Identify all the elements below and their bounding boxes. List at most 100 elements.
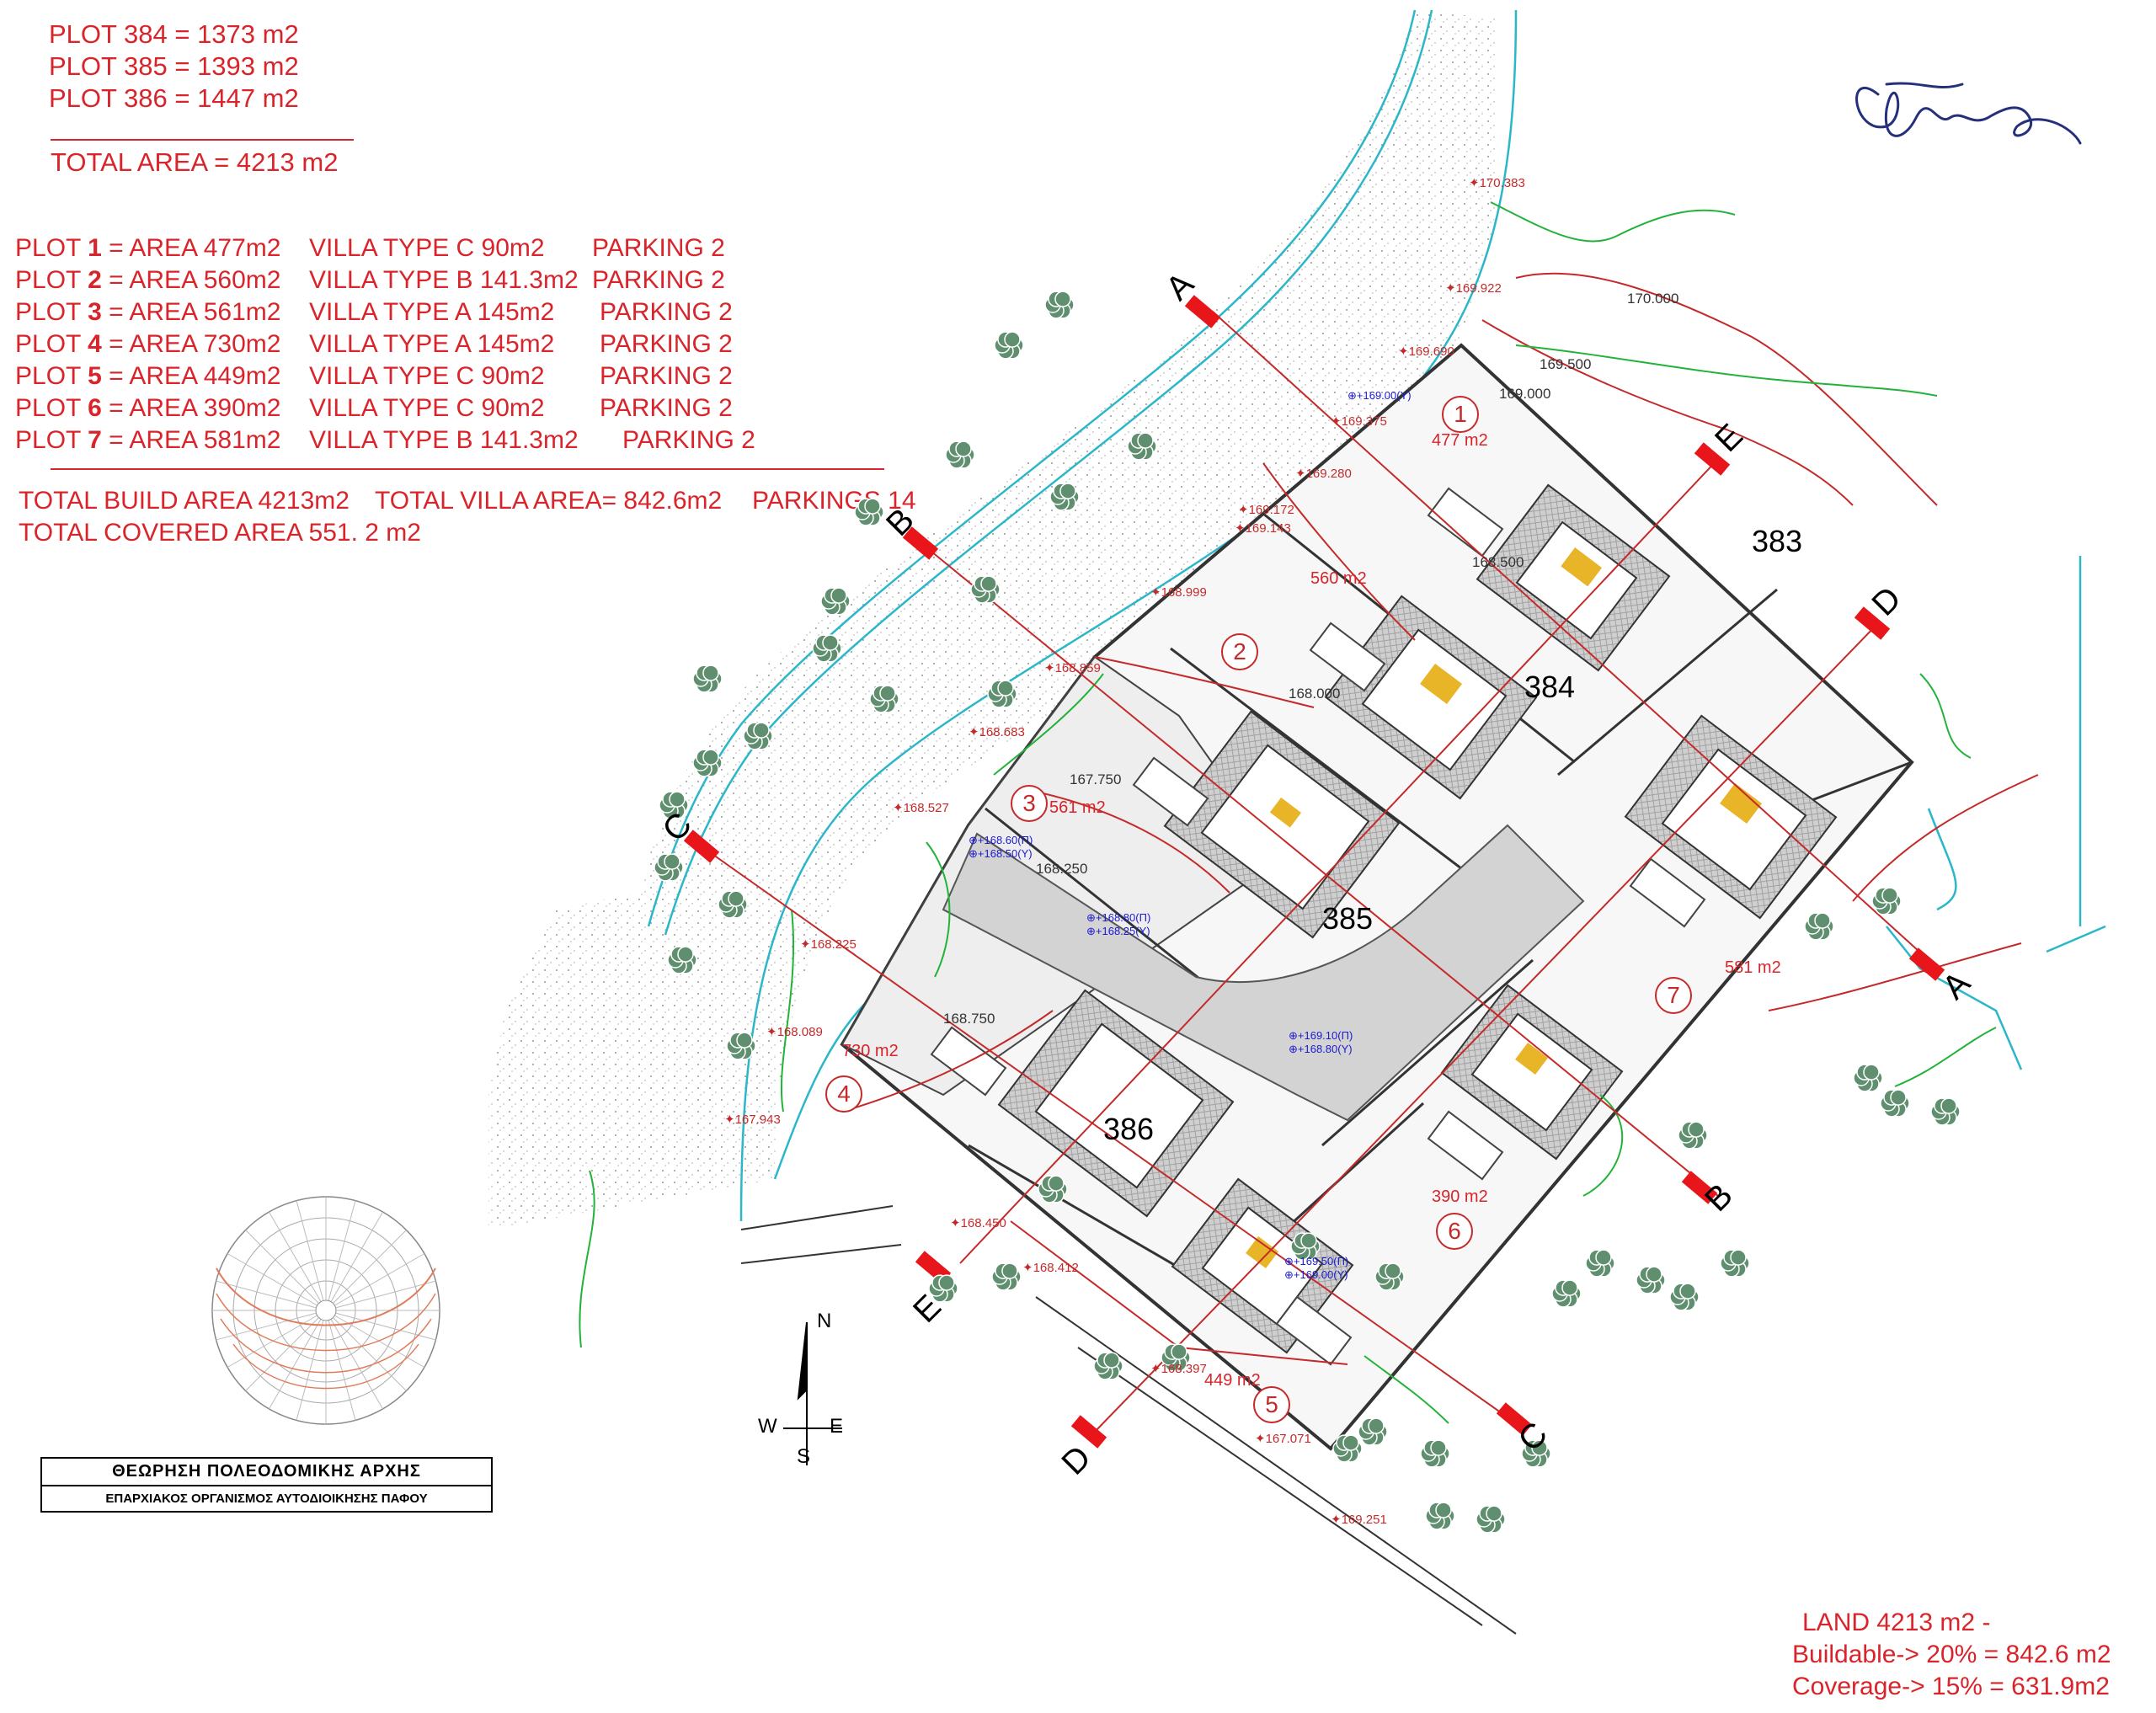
spot-level: ✦168.225: [800, 937, 857, 952]
sun-ray: [227, 1253, 318, 1306]
total-area: TOTAL AREA = 4213 m2: [51, 147, 339, 177]
north-arrow: [783, 1321, 842, 1465]
summary-divider: [51, 139, 354, 141]
sun-ray: [333, 1317, 407, 1391]
tree-symbol: [1551, 1279, 1582, 1308]
tree-symbol: [994, 331, 1024, 360]
tree-symbol: [1425, 1502, 1455, 1530]
level-marker: ⊕+168.80(Y): [1289, 1043, 1353, 1055]
compass-east: E: [830, 1415, 844, 1438]
tree-symbol: [654, 853, 684, 882]
spot-level: ✦168.527: [893, 801, 949, 815]
plot-number: 4: [88, 330, 102, 358]
total-build-area: TOTAL BUILD AREA 4213m2: [19, 487, 350, 515]
level-marker: ⊕+169.10(Π): [1289, 1029, 1353, 1042]
road-edges: [647, 9, 2106, 1222]
compass-south: S: [797, 1445, 811, 1468]
section-lines: [707, 311, 1929, 1433]
sun-ray: [269, 1319, 322, 1410]
tree-symbol: [1420, 1439, 1450, 1468]
tree-symbol: [869, 685, 899, 713]
tree-symbol: [1880, 1089, 1910, 1118]
plot-number: 5: [88, 362, 102, 390]
sun-ray: [330, 1211, 383, 1302]
plot-number-circle: 1: [1442, 396, 1479, 433]
sun-ray: [335, 1280, 436, 1309]
plot-parking: PARKING 2: [600, 394, 733, 422]
tree-symbol: [1127, 432, 1157, 461]
buildable-ratio: Buildable-> 20% = 842.6 m2: [1792, 1641, 2111, 1668]
stamp-subtitle: ΕΠΑΡΧΙΑΚΟΣ ΟΡΓΑΝΙΣΜΟΣ ΑΥΤΟΔΙΟΙΚΗΣΗΣ ΠΑΦΟ…: [105, 1492, 428, 1506]
natural-contours: [579, 201, 1997, 1424]
level-marker: ⊕+169.00(Y): [1284, 1268, 1348, 1281]
spot-level: ✦168.683: [969, 725, 1025, 739]
level-marker: ⊕+168.50(Y): [969, 847, 1033, 860]
tree-symbol: [659, 791, 689, 819]
sun-ray: [296, 1200, 324, 1301]
section-markers: [683, 295, 1945, 1449]
plot-3-area-label: 561 m2: [1049, 798, 1106, 817]
plot-row: PLOT 7 = AREA 581m2: [15, 424, 280, 456]
tree-symbol: [928, 1274, 958, 1303]
plot-label: PLOT: [15, 330, 88, 358]
sun-ray: [245, 1317, 319, 1391]
plot-area: = AREA 390m2: [101, 394, 281, 422]
pools: [930, 487, 1706, 1366]
sun-ray: [334, 1253, 425, 1306]
villa-plot-6: [1440, 984, 1624, 1161]
tree-symbol: [854, 498, 884, 526]
level-marker: ⊕+168.80(Π): [1086, 911, 1151, 924]
contour-label: 169.500: [1540, 356, 1592, 372]
sun-ray: [269, 1211, 322, 1302]
villa-plot-2: [1324, 595, 1538, 800]
tree-symbol: [1049, 483, 1080, 511]
spot-level: ✦169.251: [1331, 1513, 1387, 1527]
plot-number: 1: [88, 234, 102, 262]
spot-level: ✦169.690: [1398, 344, 1454, 359]
spot-level: ✦169.172: [1238, 503, 1294, 517]
authority-stamp: ΘΕΩΡΗΣΗ ΠΟΛΕΟΔΟΜΙΚΗΣ ΑΡΧΗΣ ΕΠΑΡΧΙΑΚΟΣ ΟΡ…: [40, 1457, 493, 1513]
tree-symbol: [1585, 1249, 1615, 1278]
spot-level: ✦169.280: [1295, 467, 1352, 481]
signature: [1855, 82, 2082, 145]
plot-area: = AREA 730m2: [101, 330, 281, 358]
contour-label: 168.750: [943, 1011, 995, 1027]
contour-label: 168.000: [1289, 686, 1341, 702]
plot-number: 6: [88, 394, 102, 422]
contour-label: 168.250: [1036, 861, 1088, 877]
plot-villa-type: VILLA TYPE C 90m2: [309, 362, 545, 390]
villas: [997, 483, 1838, 1354]
tree-symbol: [1476, 1505, 1506, 1534]
tree-symbol: [945, 440, 975, 469]
plot-row: PLOT 5 = AREA 449m2: [15, 360, 280, 392]
level-marker: ⊕+169.50(Π): [1284, 1255, 1349, 1267]
spot-level: ✦168.412: [1022, 1261, 1079, 1275]
access-road: [740, 1205, 1517, 1635]
stamp-title: ΘΕΩΡΗΣΗ ΠΟΛΕΟΔΟΜΙΚΗΣ ΑΡΧΗΣ: [42, 1459, 491, 1486]
plot-row: PLOT 1 = AREA 477m2: [15, 232, 280, 264]
plot-number-circle: 4: [825, 1075, 862, 1113]
tree-symbol: [1093, 1352, 1123, 1380]
total-covered-area: TOTAL COVERED AREA 551. 2 m2: [19, 519, 421, 547]
parcel-386: 386: [1103, 1112, 1155, 1146]
sun-ray: [330, 1319, 383, 1410]
plot-385-area: PLOT 385 = 1393 m2: [49, 51, 299, 81]
contour-label: 168.500: [1472, 554, 1524, 570]
plot-area: = AREA 560m2: [101, 266, 281, 294]
plot-386-area: PLOT 386 = 1447 m2: [49, 83, 299, 113]
tree-symbol: [1853, 1064, 1883, 1092]
plot-number-circle: 7: [1655, 977, 1692, 1014]
tree-symbol: [820, 587, 851, 616]
plot-parking: PARKING 2: [592, 234, 725, 262]
plot-villa-type: VILLA TYPE A 145m2: [309, 298, 555, 326]
plot-label: PLOT: [15, 362, 88, 390]
tree-symbol: [1521, 1439, 1551, 1468]
plot-table-divider: [51, 468, 884, 470]
plot-parking: PARKING 2: [592, 266, 725, 294]
tree-symbol: [1636, 1266, 1666, 1294]
tree-symbol: [726, 1032, 756, 1060]
sun-ray: [328, 1320, 356, 1421]
plot-villa-type: VILLA TYPE C 90m2: [309, 394, 545, 422]
tree-symbol: [1161, 1343, 1191, 1372]
